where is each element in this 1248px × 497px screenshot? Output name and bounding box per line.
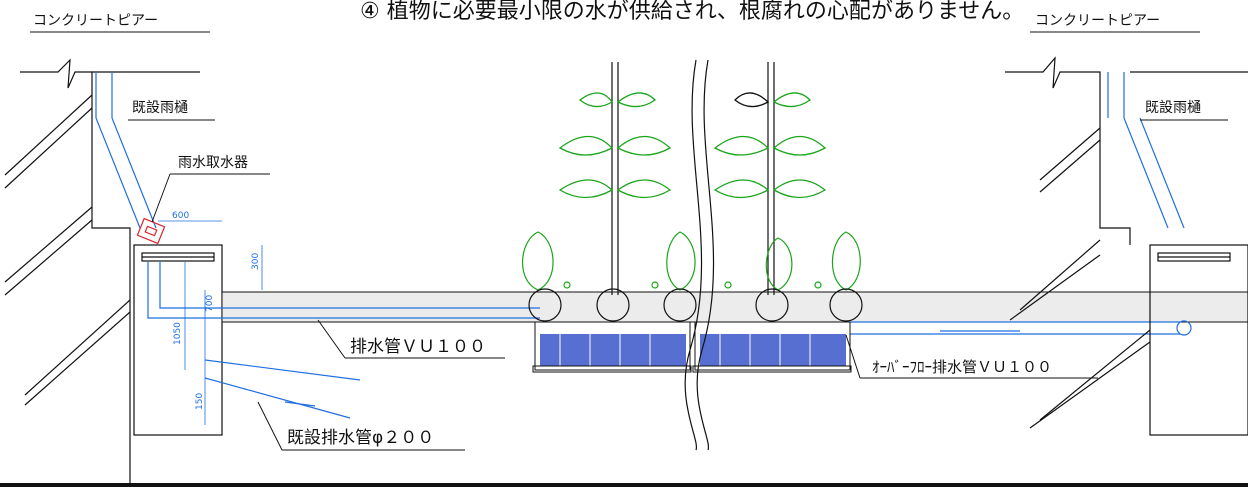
soil-layer	[221, 291, 1248, 323]
downspout-left	[95, 72, 157, 229]
label-concrete-pier-right: コンクリートピアー	[1035, 13, 1160, 29]
break-lines	[684, 59, 715, 451]
label-rainwater-intake: 雨水取水器	[178, 155, 248, 171]
collection-box-right	[1149, 244, 1248, 436]
ground-baseline	[0, 483, 1248, 487]
tall-plant-left	[611, 62, 619, 295]
label-existing-drain: 既設排水管φ２００	[287, 428, 434, 448]
planting-tray-right	[692, 321, 852, 373]
tall-plant-right-leaves	[713, 92, 827, 199]
tall-plant-left-leaves	[558, 92, 672, 199]
rainwater-intake-device	[136, 217, 166, 245]
header-caption: ④ 植物に必要最小限の水が供給され、根腐れの心配がありません。	[360, 0, 1024, 24]
shrubs	[522, 231, 861, 291]
downspout-right	[1107, 72, 1185, 229]
label-overflow-pipe: ｵｰﾊﾞｰﾌﾛｰ排水管ＶＵ１００	[872, 358, 1052, 376]
label-concrete-pier-left: コンクリートピアー	[33, 13, 158, 29]
existing-drain-pipe	[204, 359, 361, 419]
label-drain-pipe: 排水管ＶＵ１００	[350, 337, 486, 357]
dim-300: 300	[251, 253, 261, 270]
dim-700: 700	[205, 295, 215, 312]
label-existing-downspout-left: 既設雨樋	[132, 100, 188, 116]
dimension-lines-left	[158, 220, 263, 425]
right-structure	[1005, 56, 1248, 429]
dim-600: 600	[172, 211, 189, 221]
planting-tray-left	[532, 321, 692, 373]
label-existing-downspout-right: 既設雨樋	[1145, 100, 1201, 116]
left-structure	[4, 58, 200, 485]
tall-plant-right	[767, 62, 775, 295]
dim-1050: 1050	[173, 322, 183, 345]
root-balls	[528, 288, 863, 322]
drain-pipe-main	[147, 262, 1192, 336]
collection-box-left	[133, 244, 223, 436]
dim-150: 150	[195, 393, 205, 410]
